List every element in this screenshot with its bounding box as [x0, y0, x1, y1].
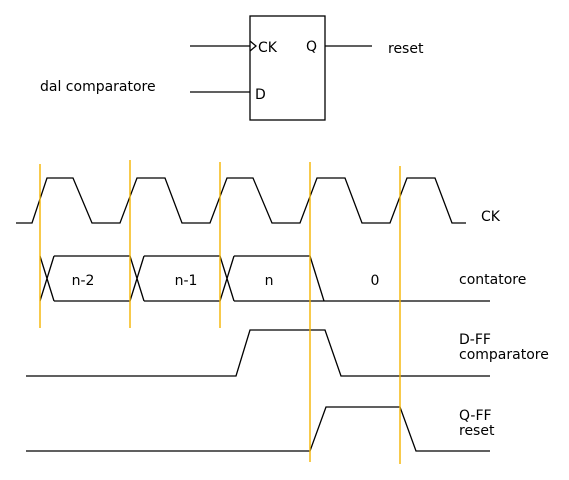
- bus-transition: [309, 255, 325, 302]
- clock-triangle-icon: [249, 40, 258, 52]
- dff-signal-label-line1: D-FF: [459, 332, 491, 348]
- clock-pin-label: CK: [258, 40, 278, 56]
- counter-value: n-1: [175, 273, 198, 289]
- flip-flop-box: [249, 15, 326, 121]
- counter-bus: n-2 n-1 n 0: [39, 255, 490, 302]
- ck-signal-label: CK: [481, 209, 501, 225]
- bus-transition: [219, 255, 235, 302]
- data-pin-label: D: [255, 87, 266, 103]
- counter-value: n: [265, 273, 274, 289]
- dff-comparatore-waveform: [26, 329, 490, 377]
- input-source-label: dal comparatore: [40, 79, 156, 95]
- qff-signal-label-line1: Q-FF: [459, 408, 492, 424]
- dff-signal-label-line2: comparatore: [459, 347, 549, 363]
- counter-signal-label: contatore: [459, 272, 526, 288]
- counter-value: n-2: [72, 273, 95, 289]
- ck-waveform: [16, 177, 466, 224]
- bus-transition: [129, 255, 145, 302]
- qff-signal-label-line2: reset: [459, 423, 495, 439]
- bus-transition: [39, 255, 55, 302]
- counter-value: 0: [371, 273, 380, 289]
- d-flip-flop: CK D Q dal comparatore reset: [40, 15, 424, 121]
- output-pin-label: Q: [306, 39, 317, 55]
- qff-reset-waveform: [26, 406, 490, 452]
- output-signal-label: reset: [388, 41, 424, 57]
